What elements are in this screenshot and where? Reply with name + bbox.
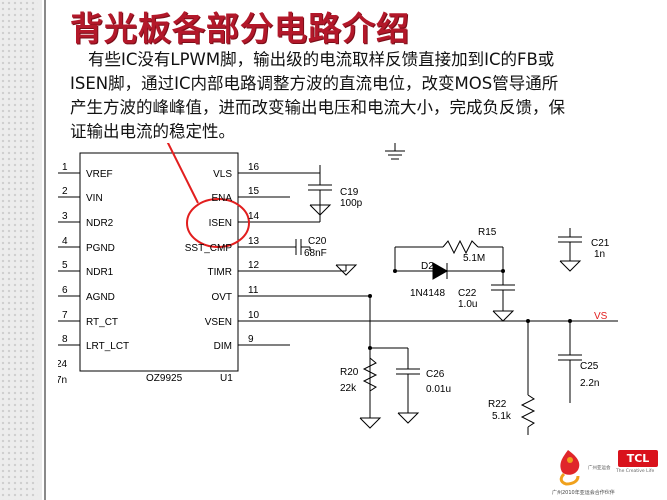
pin-num-9: 9 xyxy=(248,334,254,345)
pin-name-vsen: VSEN xyxy=(205,317,232,328)
r15-ref: R15 xyxy=(478,227,497,238)
pin-num-12: 12 xyxy=(248,260,260,271)
left-divider-line xyxy=(44,0,46,500)
pin-name-vin: VIN xyxy=(86,193,103,204)
d2-ref: D2 xyxy=(421,261,434,272)
pin-num-13: 13 xyxy=(248,236,260,247)
pin-name-rt-ct: RT_CT xyxy=(86,317,118,328)
c26-value: 0.01u xyxy=(426,384,451,395)
ic-part-name: OZ9925 xyxy=(146,373,183,384)
r15-value: 5.1M xyxy=(463,253,485,264)
c19-ref: C19 xyxy=(340,187,359,198)
c26-ref: C26 xyxy=(426,369,445,380)
pin-name-isen: ISEN xyxy=(209,218,232,229)
r20-value: 22k xyxy=(340,383,357,394)
pin-num-7: 7 xyxy=(62,310,68,321)
ic-ref: U1 xyxy=(220,373,233,384)
mascot-caption: 广州亚运会 xyxy=(588,466,611,471)
tcl-slogan: The Creative Life xyxy=(616,469,655,474)
isen-highlight-ellipse xyxy=(186,198,250,248)
pin-name-vls: VLS xyxy=(213,169,232,180)
pin-num-4: 4 xyxy=(62,236,68,247)
stray-label-7n: 7n xyxy=(58,375,67,386)
pin-num-2: 2 xyxy=(62,186,68,197)
footer-caption: 广州2010年亚运会合作伙伴 xyxy=(552,490,615,496)
pin-name-agnd: AGND xyxy=(86,292,115,303)
c20-value: 68nF xyxy=(304,248,327,259)
pin-name-timr: TIMR xyxy=(208,267,232,278)
ic-body xyxy=(79,152,239,372)
c19-value: 100p xyxy=(340,198,363,209)
d2-value: 1N4148 xyxy=(410,288,445,299)
pin-num-8: 8 xyxy=(62,334,68,345)
pin-name-dim: DIM xyxy=(214,341,232,352)
pin-name-sst-cmp: SST_CMP xyxy=(185,243,233,254)
pin-num-1: 1 xyxy=(62,162,68,173)
pin-num-6: 6 xyxy=(62,285,68,296)
pin-num-15: 15 xyxy=(248,186,260,197)
r22-value: 5.1k xyxy=(492,411,512,422)
pin-name-ovt: OVT xyxy=(211,292,232,303)
pin-name-ena: ENA xyxy=(211,193,232,204)
paragraph-line-3: 产生方波的峰峰值，进而改变输出电压和电流大小，完成负反馈，保 xyxy=(70,98,565,117)
paragraph-line-2: ISEN脚，通过IC内部电路调整方波的直流电位，改变MOS管导通所 xyxy=(70,74,559,93)
pin-num-3: 3 xyxy=(62,211,68,222)
circuit-schematic: 1 2 3 4 5 6 7 8 VREF VIN NDR2 PGND NDR1 … xyxy=(58,143,618,443)
c21-value: 1n xyxy=(594,249,605,260)
c21-ref: C21 xyxy=(591,238,610,249)
schematic-svg: 1 2 3 4 5 6 7 8 VREF VIN NDR2 PGND NDR1 … xyxy=(58,143,618,435)
pin-num-16: 16 xyxy=(248,162,260,173)
stray-label-24: 24 xyxy=(58,359,68,370)
c25-value: 2.2n xyxy=(580,378,599,389)
paragraph-line-4: 证输出电流的稳定性。 xyxy=(70,122,235,141)
pin-num-5: 5 xyxy=(62,260,68,271)
isen-leader-line xyxy=(166,143,199,204)
c25-ref: C25 xyxy=(580,361,599,372)
vs-net-label: VS xyxy=(594,311,608,322)
pin-num-11: 11 xyxy=(248,285,259,296)
r20-ref: R20 xyxy=(340,367,359,378)
slide-paragraph: 有些IC没有LPWM脚，输出级的电流取样反馈直接加到IC的FB或 ISEN脚，通… xyxy=(70,48,630,144)
pin-name-vref: VREF xyxy=(86,169,113,180)
pin-num-10: 10 xyxy=(248,310,260,321)
pin-name-ndr1: NDR1 xyxy=(86,267,114,278)
r22-ref: R22 xyxy=(488,399,507,410)
slide-title: 背光板各部分电路介绍 xyxy=(70,9,410,48)
tcl-brand-logo: TCL xyxy=(618,450,658,467)
left-dot-pattern xyxy=(0,0,38,500)
paragraph-line-1: 有些IC没有LPWM脚，输出级的电流取样反馈直接加到IC的FB或 xyxy=(88,50,555,69)
pin-name-lrt-lct: LRT_LCT xyxy=(86,341,129,352)
c22-value: 1.0u xyxy=(458,299,477,310)
pin-name-ndr2: NDR2 xyxy=(86,218,114,229)
c22-ref: C22 xyxy=(458,288,477,299)
pin-num-14: 14 xyxy=(248,211,260,222)
asian-games-mascot-icon xyxy=(559,450,580,486)
footer-logos: TCL The Creative Life 广州亚运会 广州2010年亚运会合作… xyxy=(548,446,663,498)
pin-name-pgnd: PGND xyxy=(86,243,115,254)
c20-ref: C20 xyxy=(308,236,327,247)
